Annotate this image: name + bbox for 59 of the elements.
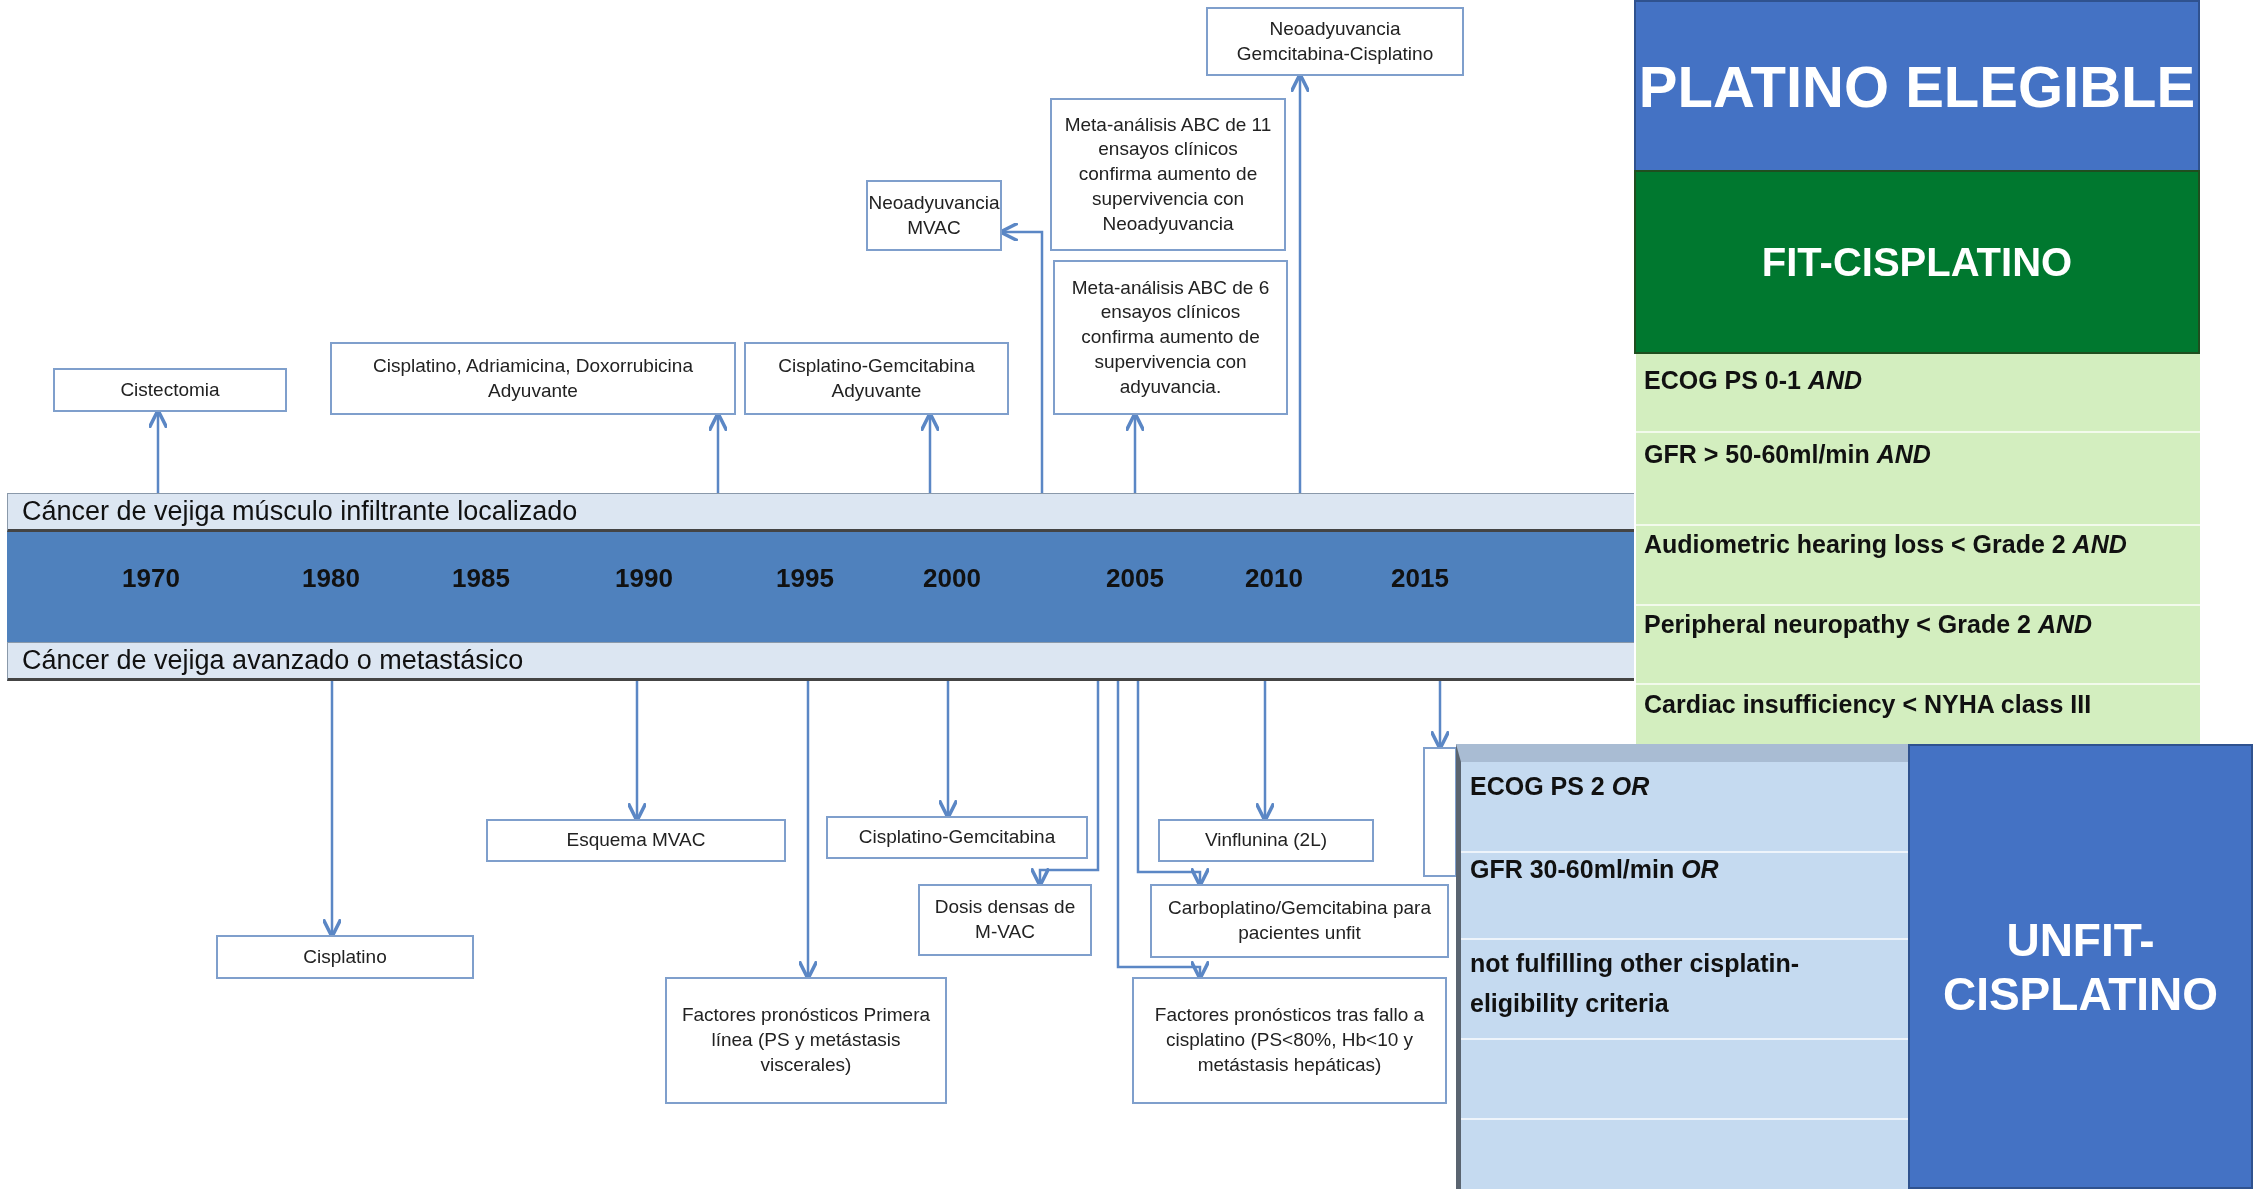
box-text: Factores pronósticos tras fallo a cisplatino (PS<80%, Hb<10 y metástasis hepáticas) <box>1153 1003 1426 1077</box>
event-box <box>330 342 736 415</box>
box-text: Vinflunina (2L) <box>1204 828 1328 853</box>
panel-title: FIT-CISPLATINO <box>1761 239 2073 285</box>
event-box <box>486 819 786 862</box>
box-text: Cisplatino-Gemcitabina <box>858 825 1056 850</box>
criterion-text: Cardiac insufficiency < NYHA class III <box>1644 690 2092 719</box>
box-text: Meta-análisis ABC de 11 ensayos clínicos confirma aumento de supervivencia con Neoadyuvancia <box>1063 112 1273 236</box>
box-text: Factores pronósticos Primera línea (PS y metástasis viscerales) <box>680 1003 932 1077</box>
criterion-text: ECOG PS 0-1 AND <box>1644 366 1863 395</box>
criterion-text: GFR > 50-60ml/min AND <box>1644 440 1931 469</box>
event-box <box>1053 260 1288 415</box>
event-box <box>1132 977 1447 1104</box>
box-text: Dosis densas de M-VAC <box>933 895 1077 944</box>
box-text: Esquema MVAC <box>566 828 706 853</box>
event-box <box>1158 819 1374 862</box>
year-label: 1980 <box>302 563 360 594</box>
panel-title: PLATINO ELEGIBLE <box>1638 52 2196 120</box>
box-text: Cistectomia <box>120 377 220 402</box>
event-box <box>866 180 1002 251</box>
event-box <box>744 342 1009 415</box>
category-panel <box>1908 744 2253 1189</box>
event-box <box>53 368 287 412</box>
year-label: 2000 <box>923 563 981 594</box>
event-box <box>1206 7 1464 76</box>
category-panel <box>1634 170 2200 354</box>
criterion-text: GFR 30-60ml/min OR <box>1470 855 1719 884</box>
year-label: 1990 <box>615 563 673 594</box>
box-text: Meta-análisis ABC de 6 ensayos clínicos confirma aumento de supervivencia con adyuvancia. <box>1070 275 1271 399</box>
box-text: Cisplatino, Adriamicina, Doxorrubicina Adyuvante <box>372 353 694 403</box>
year-label: 1985 <box>452 563 510 594</box>
box-text: Neoadyuvancia MVAC <box>868 190 1000 240</box>
year-label: 1995 <box>776 563 834 594</box>
strip-label: Cáncer de vejiga avanzado o metastásico <box>22 645 524 676</box>
timeline-strip <box>7 642 1637 681</box>
event-box <box>1423 747 1457 877</box>
timeline-strip <box>7 493 1637 532</box>
event-box <box>665 977 947 1104</box>
criterion-text: Audiometric hearing loss < Grade 2 AND <box>1644 530 2127 559</box>
year-label: 2015 <box>1391 563 1449 594</box>
event-box <box>918 884 1092 956</box>
event-box <box>216 935 474 979</box>
year-label: 2005 <box>1106 563 1164 594</box>
event-box <box>826 816 1088 859</box>
box-text: Neoadyuvancia Gemcitabina-Cisplatino <box>1235 16 1435 66</box>
year-label: 2010 <box>1245 563 1303 594</box>
strip-label: Cáncer de vejiga músculo infiltrante localizado <box>22 496 578 527</box>
box-text: Cisplatino <box>303 944 387 969</box>
criterion-text: ECOG PS 2 OR <box>1470 772 1650 801</box>
category-panel <box>1634 0 2200 172</box>
box-text: Carboplatino/Gemcitabina para pacientes unfit <box>1167 896 1432 945</box>
event-box <box>1150 884 1449 958</box>
criterion-text: not fulfilling other cisplatin-eligibility criteria <box>1470 948 1801 1019</box>
panel-title: UNFIT-CISPLATINO <box>1942 912 2219 1021</box>
event-box <box>1050 98 1286 251</box>
timeline-bar <box>7 532 1637 642</box>
box-text: Cisplatino-Gemcitabina Adyuvante <box>777 353 976 403</box>
criterion-text: Peripheral neuropathy < Grade 2 AND <box>1644 610 2093 639</box>
year-label: 1970 <box>122 563 180 594</box>
